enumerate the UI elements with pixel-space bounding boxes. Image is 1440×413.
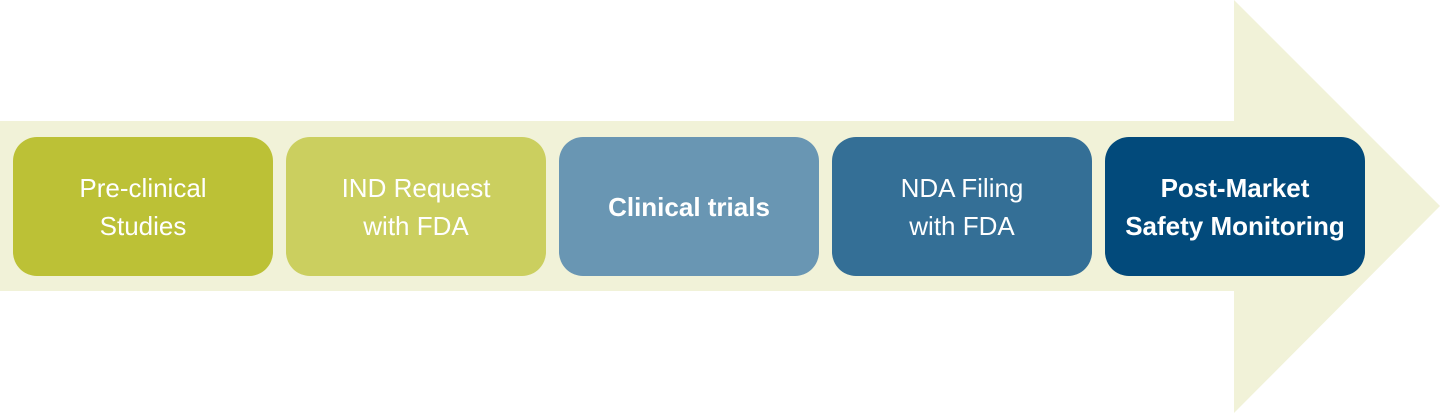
step-label-line: IND Request [341,172,491,203]
step-label-line: with FDA [363,210,469,241]
step-label-line: Post-Market [1160,172,1310,203]
step-label: Post-Market Safety Monitoring [1113,169,1357,245]
step-ind-request: IND Request with FDA [286,137,546,276]
step-label-line: with FDA [909,210,1015,241]
step-label: Clinical trials [567,188,811,226]
step-label-line: NDA Filing [900,172,1024,203]
step-clinical-trials: Clinical trials [559,137,819,276]
step-nda-filing: NDA Filing with FDA [832,137,1092,276]
step-label: NDA Filing with FDA [840,169,1084,245]
step-label: Pre-clinical Studies [21,169,265,245]
step-label-line: Safety Monitoring [1125,210,1345,241]
step-label-line: Clinical trials [608,191,770,222]
step-label: IND Request with FDA [294,169,538,245]
step-label-line: Pre-clinical [79,172,207,203]
step-pre-clinical-studies: Pre-clinical Studies [13,137,273,276]
step-post-market-safety-monitoring: Post-Market Safety Monitoring [1105,137,1365,276]
step-label-line: Studies [99,210,187,241]
